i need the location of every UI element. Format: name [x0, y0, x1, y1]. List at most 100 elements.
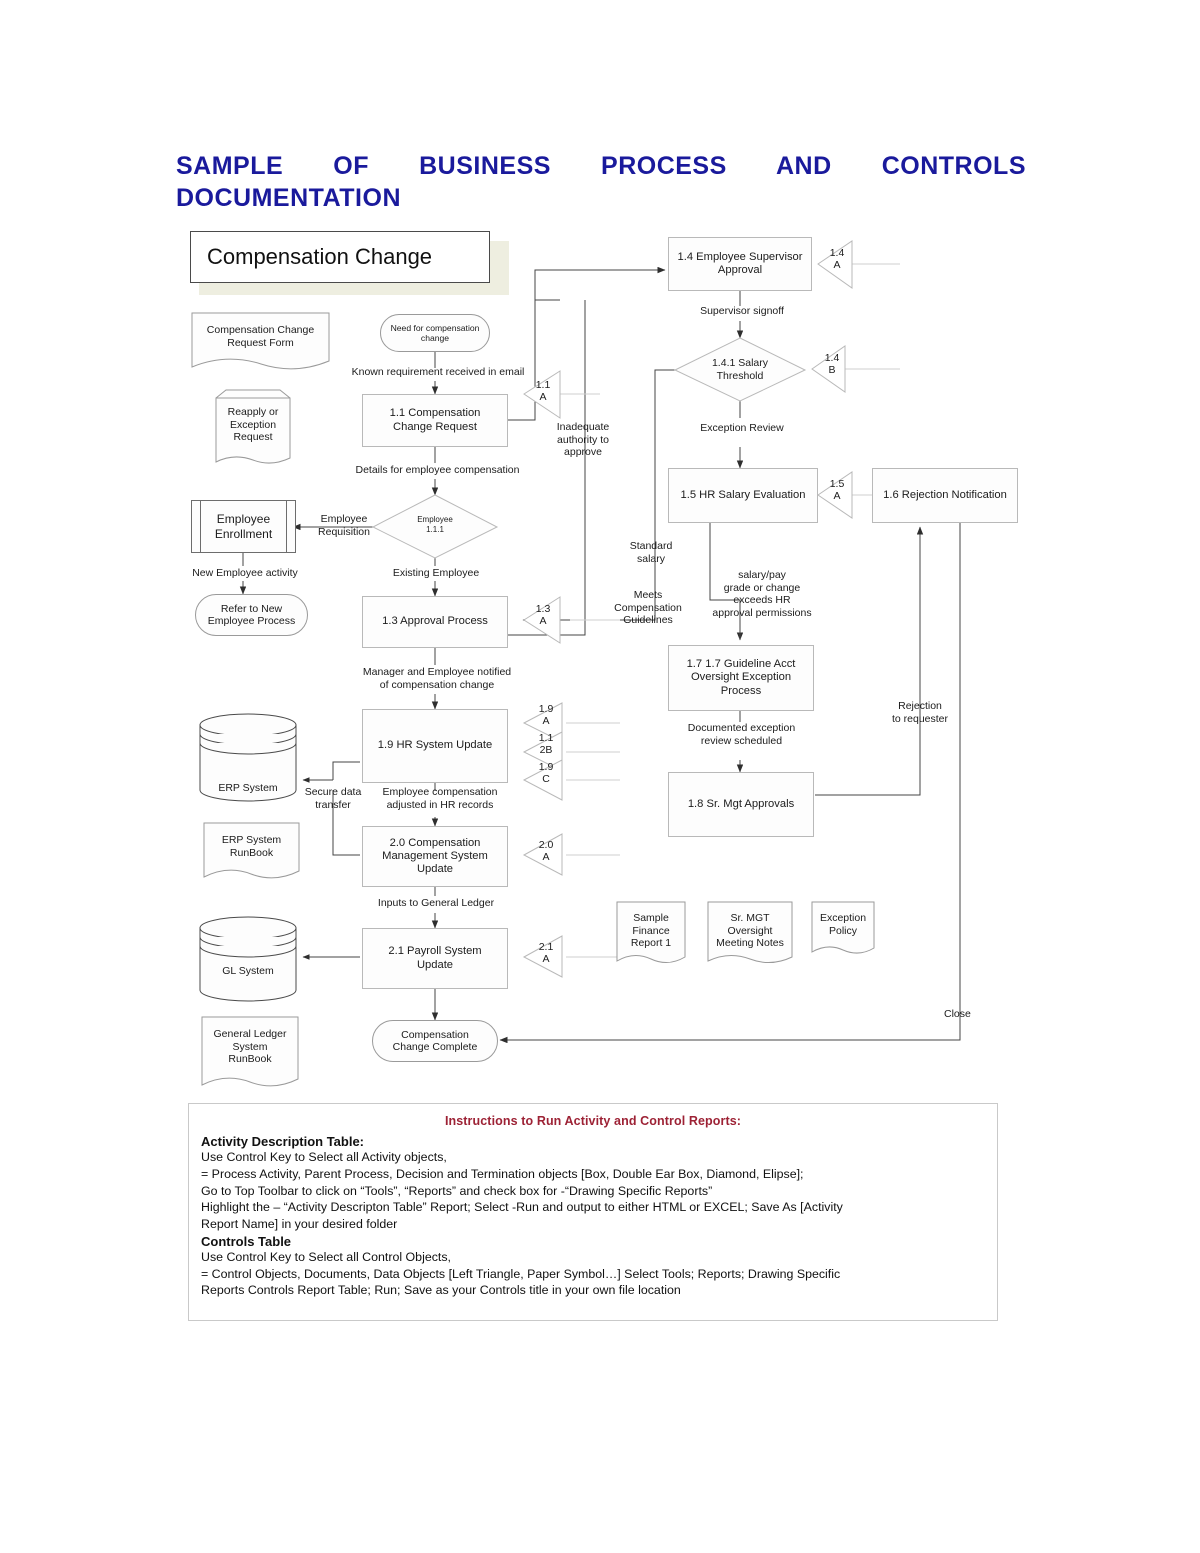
- control-label-line2: A: [542, 714, 550, 727]
- instructions-section-2-title: Controls Table: [201, 1233, 292, 1249]
- process-1-3-approval-process[interactable]: 1.3 Approval Process: [362, 596, 508, 648]
- control-label-line1: 2.1: [538, 941, 554, 953]
- document-label: Exception Policy: [819, 912, 867, 937]
- instructions-panel: Instructions to Run Activity and Control…: [188, 1103, 998, 1321]
- decision-salary-threshold-line1: 1.4.1 Salary: [711, 357, 769, 369]
- data-store-erp-system-label: ERP System: [218, 782, 278, 794]
- terminator-compensation-change-complete: Compensation Change Complete: [372, 1020, 498, 1062]
- page-title: SAMPLE OF BUSINESS PROCESS AND CONTROLS …: [176, 150, 1026, 214]
- control-label-line2: A: [542, 850, 550, 863]
- document-sr-mgt-oversight-meeting-notes: Sr. MGT Oversight Meeting Notes: [708, 906, 792, 954]
- control-label-line1: 1.9: [538, 761, 554, 773]
- control-2-0-a[interactable]: 2.0 A: [532, 839, 560, 863]
- control-2-1-a[interactable]: 2.1 A: [532, 941, 560, 965]
- document-label: General Ledger System RunBook: [213, 1028, 287, 1066]
- control-label-line2: A: [539, 614, 547, 627]
- control-label-line2: 2B: [539, 743, 553, 756]
- connector-label-secure-data-transfer: Secure data transfer: [304, 786, 362, 811]
- process-1-8-sr-mgt-approvals[interactable]: 1.8 Sr. Mgt Approvals: [668, 772, 814, 837]
- flowchart-vector-layer: [191, 240, 961, 1087]
- control-1-1-2b[interactable]: 1.1 2B: [532, 732, 560, 756]
- connector-label-existing-employee: Existing Employee: [392, 567, 480, 579]
- document-general-ledger-system-runbook: General Ledger System RunBook: [202, 1022, 298, 1078]
- connector-label-rejection-to-requester: Rejection to requester: [891, 700, 949, 725]
- control-label-line1: 2.0: [538, 839, 554, 851]
- instructions-line: Report Name] in your desired folder: [201, 1217, 398, 1231]
- process-1-1-compensation-change-request[interactable]: 1.1 Compensation Change Request: [362, 394, 508, 447]
- document-label: Sr. MGT Oversight Meeting Notes: [716, 912, 784, 950]
- connector-label-standard-salary: Standard salary: [629, 540, 673, 565]
- process-1-4-employee-supervisor-approval[interactable]: 1.4 Employee Supervisor Approval: [668, 237, 812, 291]
- control-1-5-a[interactable]: 1.5 A: [823, 478, 851, 502]
- instructions-line: Reports Controls Report Table; Run; Save…: [201, 1283, 681, 1298]
- control-label-line2: A: [833, 258, 841, 271]
- control-label-line1: 1.3: [535, 603, 551, 615]
- decision-salary-threshold-label: 1.4.1 Salary Threshold: [696, 357, 784, 382]
- flowchart-canvas: Compensation Change Compensation Change …: [190, 231, 1018, 1087]
- process-1-5-hr-salary-evaluation[interactable]: 1.5 HR Salary Evaluation: [668, 468, 818, 523]
- control-label-line2: A: [539, 390, 547, 403]
- document-exception-policy: Exception Policy: [812, 906, 874, 946]
- flow-banner-label: Compensation Change: [207, 244, 433, 269]
- connector-label-details-employee-compensation: Details for employee compensation: [355, 464, 520, 476]
- instructions-line: = Process Activity, Parent Process, Deci…: [201, 1166, 804, 1181]
- decision-employee-line1: Employee: [417, 515, 453, 524]
- decision-employee-line2: 1.1.1: [426, 524, 444, 534]
- control-label-line1: 1.1: [538, 732, 554, 744]
- instructions-line: Use Control Key to Select all Activity o…: [201, 1150, 447, 1164]
- process-1-7-guideline-acct-oversight-exception[interactable]: 1.7 1.7 Guideline Acct Oversight Excepti…: [668, 645, 814, 711]
- control-1-4-b[interactable]: 1.4 B: [818, 352, 846, 376]
- process-1-9-hr-system-update[interactable]: 1.9 HR System Update: [362, 709, 508, 783]
- document-sample-finance-report: Sample Finance Report 1: [617, 906, 685, 954]
- control-label-line1: 1.9: [538, 703, 554, 715]
- control-label-line1: 1.1: [535, 379, 551, 391]
- connector-label-inputs-to-general-ledger: Inputs to General Ledger: [377, 897, 495, 909]
- instructions-line: Go to Top Toolbar to click on “Tools”, “…: [201, 1183, 713, 1198]
- connector-label-documented-exception-review: Documented exception review scheduled: [687, 722, 796, 747]
- control-1-9-c[interactable]: 1.9 C: [532, 761, 560, 785]
- connector-label-inadequate-authority: Inadequate authority to approve: [556, 421, 610, 459]
- process-2-1-payroll-system-update[interactable]: 2.1 Payroll System Update: [362, 928, 508, 989]
- control-1-4-a[interactable]: 1.4 A: [823, 247, 851, 271]
- connector-label-employee-requisition: Employee Requisition: [318, 513, 370, 538]
- instructions-line: = Control Objects, Documents, Data Objec…: [201, 1266, 841, 1281]
- document-reapply-exception-request: Reapply or Exception Request: [216, 398, 290, 454]
- connector-label-meets-compensation-guidelines: Meets Compensation Guidelines: [614, 589, 682, 627]
- parent-process-employee-enrollment: Employee Enrollment: [191, 500, 296, 553]
- connector-label-known-requirement: Known requirement received in email: [351, 366, 525, 378]
- terminator-start: Need for compensation change: [380, 314, 490, 352]
- process-2-0-compensation-management-system-update[interactable]: 2.0 Compensation Management System Updat…: [362, 826, 508, 887]
- document-label: ERP System RunBook: [221, 834, 282, 859]
- control-1-1-a[interactable]: 1.1 A: [529, 379, 557, 403]
- control-label-line2: A: [542, 952, 550, 965]
- connector-label-manager-employee-notified: Manager and Employee notified of compens…: [362, 666, 512, 691]
- control-label-line2: B: [828, 363, 836, 376]
- page-title-line-2: DOCUMENTATION: [176, 184, 401, 212]
- control-label-line2: A: [833, 489, 841, 502]
- control-1-9-a[interactable]: 1.9 A: [532, 703, 560, 727]
- page-title-line-1: SAMPLE OF BUSINESS PROCESS AND CONTROLS: [176, 152, 1026, 180]
- control-label-line1: 1.4: [824, 352, 840, 364]
- process-1-6-rejection-notification[interactable]: 1.6 Rejection Notification: [872, 468, 1018, 523]
- connector-label-close: Close: [944, 1008, 971, 1020]
- control-1-3-a[interactable]: 1.3 A: [529, 603, 557, 627]
- document-compensation-change-request-form: Compensation Change Request Form: [192, 318, 329, 364]
- flow-banner: Compensation Change: [190, 231, 490, 283]
- connector-label-exception-review: Exception Review: [700, 422, 784, 434]
- data-store-gl-system-label: GL System: [222, 965, 274, 977]
- terminator-refer-new-employee-process: Refer to New Employee Process: [195, 594, 308, 636]
- document-label: Reapply or Exception Request: [227, 406, 279, 444]
- document-label: Compensation Change Request Form: [206, 324, 315, 349]
- instructions-heading: Instructions to Run Activity and Control…: [444, 1114, 742, 1128]
- decision-salary-threshold-line2: Threshold: [716, 369, 764, 382]
- instructions-section-1-title: Activity Description Table:: [201, 1134, 365, 1149]
- control-label-line2: C: [542, 772, 550, 785]
- connector-label-supervisor-signoff: Supervisor signoff: [700, 305, 784, 317]
- instructions-line: Highlight the – “Activity Descripton Tab…: [201, 1200, 843, 1215]
- control-label-line1: 1.4: [829, 247, 845, 259]
- document-label: Sample Finance Report 1: [630, 912, 672, 950]
- document-erp-system-runbook: ERP System RunBook: [204, 828, 299, 870]
- connector-label-exceeds-hr-approval: salary/pay grade or change exceeds HR ap…: [712, 569, 812, 619]
- control-label-line1: 1.5: [829, 478, 845, 490]
